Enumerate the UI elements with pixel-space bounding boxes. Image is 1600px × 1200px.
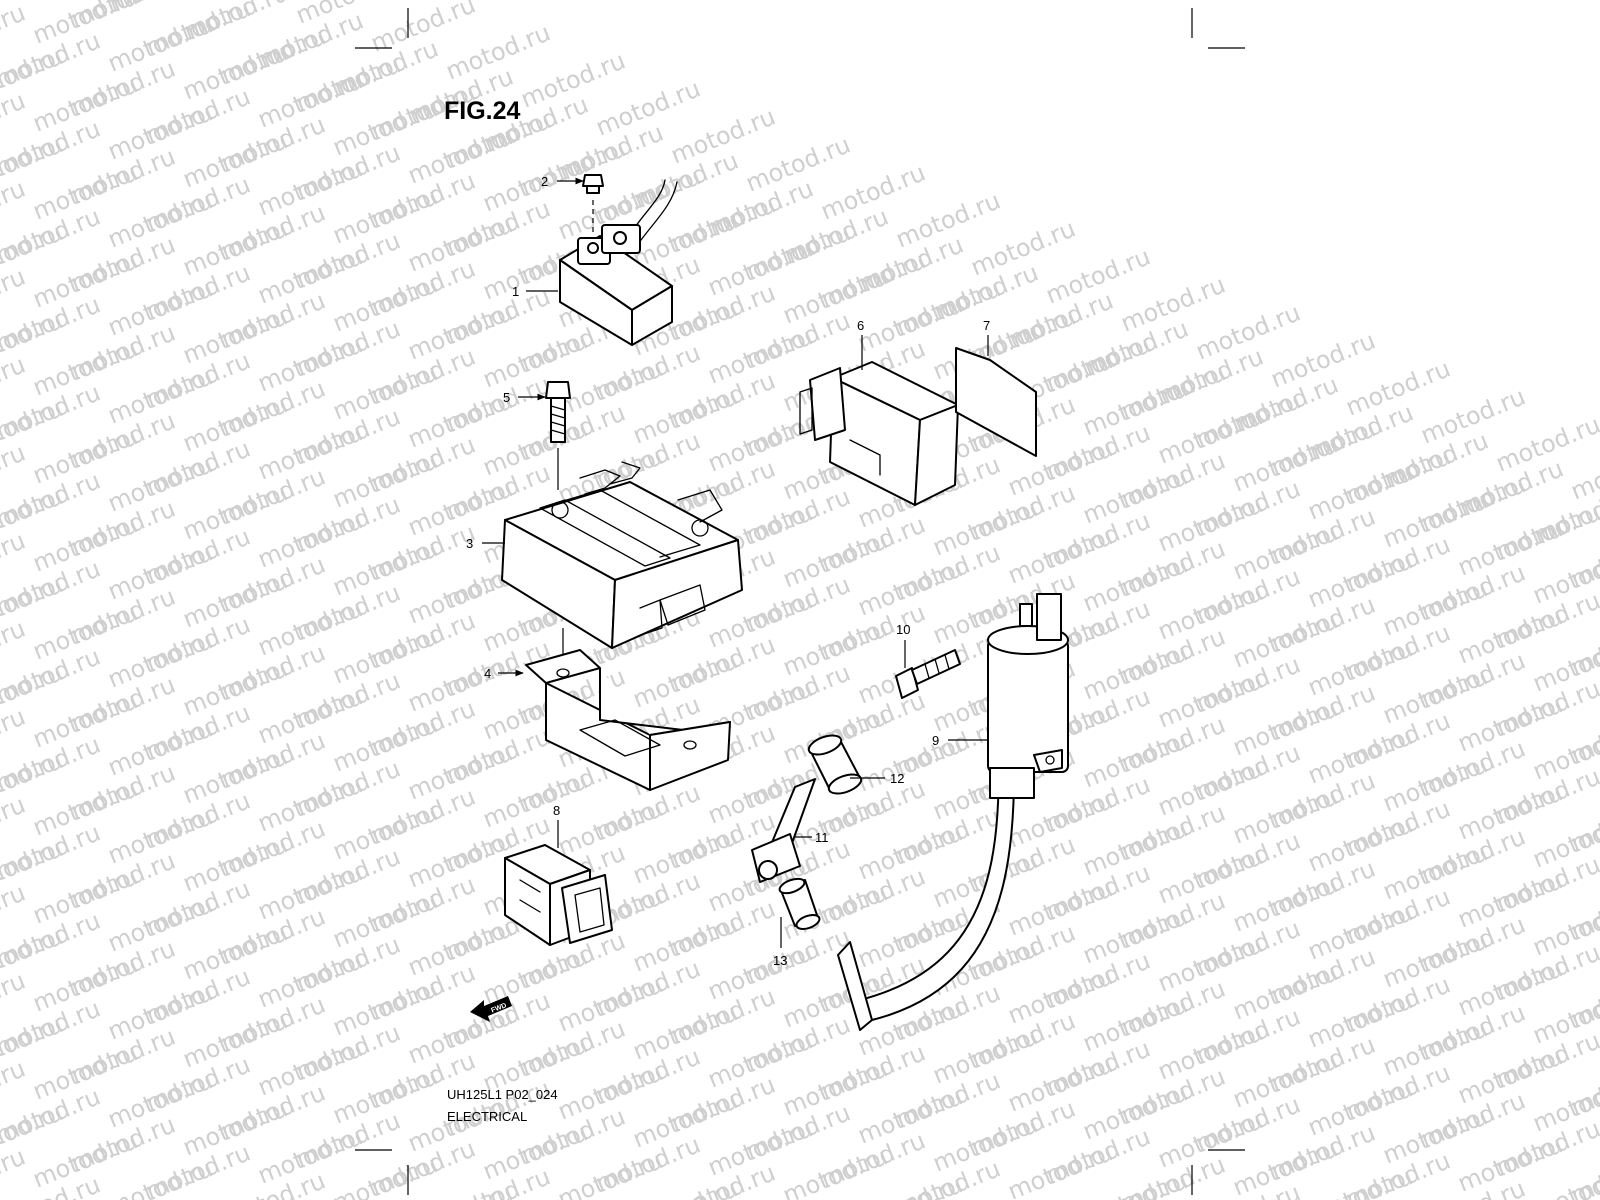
part-4-bracket — [525, 628, 731, 791]
callout-13: 13 — [773, 953, 787, 968]
part-5-bolt — [545, 381, 571, 490]
watermark-text: motod.ru — [329, 1150, 442, 1200]
part-1-relay — [559, 179, 678, 346]
callout-4: 4 — [484, 666, 491, 681]
part-6-cdi-unit — [799, 361, 959, 506]
callout-12: 12 — [890, 771, 904, 786]
callout-6: 6 — [857, 318, 864, 333]
crop-marks — [355, 8, 1245, 1195]
part-7-pad — [955, 347, 1037, 457]
callout-9: 9 — [932, 733, 939, 748]
figure-title: FIG.24 — [444, 97, 521, 125]
part-13-seal — [778, 877, 821, 930]
callout-7: 7 — [983, 318, 990, 333]
watermark-text: motod.ru — [554, 1146, 667, 1200]
callout-10: 10 — [896, 622, 910, 637]
part-3-regulator — [501, 461, 743, 649]
part-9-ignition-coil — [837, 593, 1069, 1031]
footer-section: ELECTRICAL — [447, 1109, 527, 1124]
part-8-coupler — [504, 844, 613, 946]
callout-1: 1 — [512, 284, 519, 299]
callout-3: 3 — [466, 536, 473, 551]
watermark-text: motod.ru — [779, 1142, 892, 1200]
callout-8: 8 — [553, 803, 560, 818]
callouts: 2 1 5 3 4 6 7 10 9 12 11 13 8 — [466, 174, 990, 968]
watermark-text: motod.ru — [1004, 1138, 1117, 1200]
part-10-bolt — [895, 649, 961, 699]
callout-2: 2 — [541, 174, 548, 189]
part-12-cap — [807, 734, 863, 795]
part-11-plug-cap — [751, 778, 816, 883]
callout-5: 5 — [503, 390, 510, 405]
footer-code: UH125L1 P02_024 — [447, 1087, 558, 1102]
part-2-bolt — [582, 174, 604, 232]
watermark-text: motod.ru — [0, 1142, 29, 1200]
watermark-text: motod.ru — [104, 1154, 217, 1200]
callout-11: 11 — [815, 830, 829, 845]
